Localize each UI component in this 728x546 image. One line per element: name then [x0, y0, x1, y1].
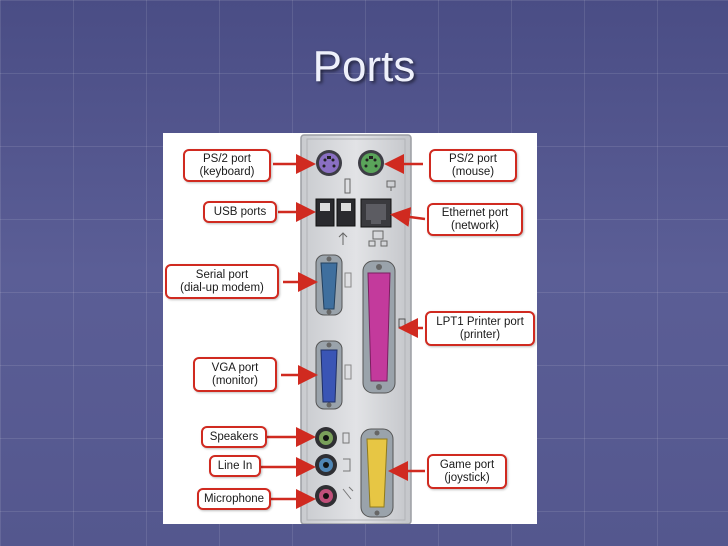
usb-icon — [338, 232, 348, 245]
speaker-icon — [342, 432, 350, 444]
vga-port — [315, 340, 343, 410]
label-game-port: Game port (joystick) — [427, 454, 507, 489]
game-port — [360, 428, 394, 518]
label-serial: Serial port (dial-up modem) — [165, 264, 279, 299]
microphone-jack — [315, 485, 337, 507]
label-lpt1: LPT1 Printer port (printer) — [425, 311, 535, 346]
label-ps2-mouse: PS/2 port (mouse) — [429, 149, 517, 182]
ps2-mouse-port — [358, 150, 384, 176]
microphone-icon — [342, 486, 354, 500]
lpt1-printer-port — [362, 260, 396, 394]
label-ps2-keyboard: PS/2 port (keyboard) — [183, 149, 271, 182]
label-vga: VGA port (monitor) — [193, 357, 277, 392]
line-in-icon — [343, 458, 351, 472]
label-arrows — [261, 154, 426, 509]
label-usb-ports: USB ports — [203, 201, 277, 223]
mouse-icon — [386, 180, 396, 191]
keyboard-icon — [344, 178, 351, 194]
label-speakers: Speakers — [201, 426, 267, 448]
ports-illustration — [261, 134, 426, 524]
usb-ports — [315, 198, 356, 227]
line-in-jack — [315, 454, 337, 476]
label-line-in: Line In — [209, 455, 261, 477]
speakers-jack — [315, 427, 337, 449]
label-ethernet: Ethernet port (network) — [427, 203, 523, 236]
ps2-keyboard-port — [316, 150, 342, 176]
ports-photo: PS/2 port (keyboard) PS/2 port (mouse) U… — [163, 133, 537, 524]
network-icon — [372, 230, 384, 240]
serial-port — [315, 254, 343, 316]
ethernet-port — [360, 198, 392, 228]
label-microphone: Microphone — [197, 488, 271, 510]
slide-title: Ports — [312, 42, 416, 91]
